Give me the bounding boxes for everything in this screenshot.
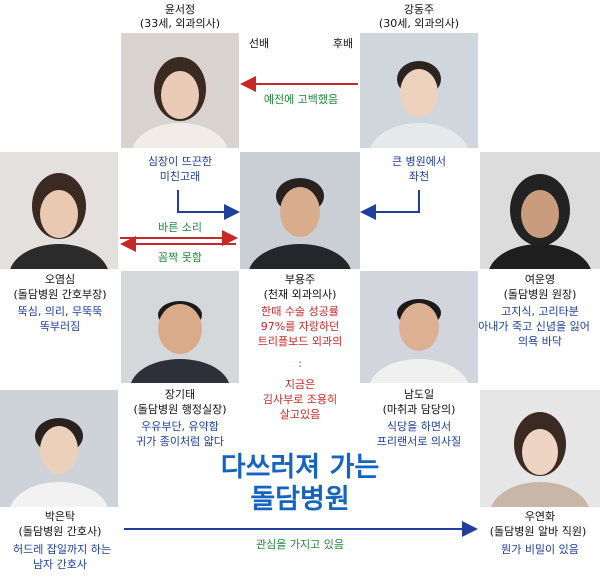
main-title-line1: 다쓰러져 가는 bbox=[220, 452, 380, 483]
yeo-desc-1: 고지식, 고리타분 bbox=[501, 305, 579, 318]
kang-to-bu-line2: 좌천 bbox=[408, 170, 430, 183]
bu-role: (천재 외과의사) bbox=[263, 288, 337, 301]
jang-role: (돌담병원 행정실장) bbox=[133, 403, 227, 416]
nam-role: (마취과 담당의) bbox=[382, 403, 456, 416]
park-name: 박은탁 bbox=[44, 510, 76, 523]
kang-name: 강동주 bbox=[403, 3, 435, 16]
interest-label: 관심을 가지고 있음 bbox=[256, 538, 344, 551]
bu-desc-1: 한때 수술 성공률 bbox=[261, 305, 339, 318]
woo-role: (돌담병원 알바 직원) bbox=[489, 525, 587, 538]
kang-to-bu-line1: 큰 병원에서 bbox=[391, 155, 447, 168]
junior-label: 후배 bbox=[332, 37, 354, 50]
bu-desc-3: 트리플보드 외과의 bbox=[257, 335, 343, 348]
arrow-kang-to-bu bbox=[360, 190, 420, 220]
speechless-label: 꼼짝 못함 bbox=[158, 251, 202, 264]
nam-desc-2: 프리랜서로 의사질 bbox=[376, 435, 462, 448]
park-role: (돌담병원 간호사) bbox=[18, 525, 102, 538]
park-desc-2: 남자 간호사 bbox=[32, 558, 88, 571]
bu-name: 부용주 bbox=[284, 273, 316, 286]
photo-jang bbox=[121, 271, 239, 383]
right-voice-label: 바른 소리 bbox=[158, 221, 202, 234]
kang-role: (30세, 외과의사) bbox=[378, 17, 460, 30]
senior-label: 선배 bbox=[248, 37, 270, 50]
photo-woo bbox=[480, 390, 600, 507]
bu-desc-2: 97%를 자랑하던 bbox=[260, 320, 340, 333]
yeo-name: 여운영 bbox=[524, 273, 556, 286]
nam-name: 남도일 bbox=[403, 388, 435, 401]
confessed-label: 예전에 고백했음 bbox=[263, 93, 339, 106]
photo-yeo bbox=[480, 152, 600, 269]
jang-name: 장기태 bbox=[164, 388, 196, 401]
yoon-to-bu-line1: 심장이 뜨끈한 bbox=[147, 155, 213, 168]
jang-desc-2: 귀가 종이처럼 얇다 bbox=[136, 435, 224, 448]
arrow-yoon-to-bu bbox=[177, 190, 240, 220]
photo-kang bbox=[360, 33, 478, 148]
nam-desc-1: 식당을 하면서 bbox=[386, 420, 452, 433]
park-desc-1: 허드레 잡일까지 하는 bbox=[12, 543, 112, 556]
yoon-to-bu-line2: 미친고래 bbox=[159, 170, 201, 183]
yoon-name: 윤서정 bbox=[164, 3, 196, 16]
yeo-desc-3: 의욕 바닥 bbox=[518, 335, 562, 348]
yeo-desc-2: 아내가 죽고 신념을 잃어 bbox=[478, 320, 590, 333]
yoon-role: (33세, 외과의사) bbox=[139, 17, 221, 30]
photo-yoon bbox=[121, 33, 239, 148]
photo-bu bbox=[240, 152, 360, 269]
yeo-role: (돌담병원 원장) bbox=[503, 288, 577, 301]
photo-nam bbox=[360, 271, 478, 383]
photo-oh bbox=[0, 152, 118, 269]
main-title-line2: 돌담병원 bbox=[250, 484, 350, 515]
bu-desc-5: 지금은 bbox=[284, 378, 316, 391]
bu-desc-6: 김사부로 조용히 bbox=[262, 393, 338, 406]
woo-desc-1: 뭔가 비밀이 있음 bbox=[501, 543, 579, 556]
photo-park bbox=[0, 390, 118, 507]
oh-desc-2: 똑부러짐 bbox=[39, 320, 81, 333]
oh-desc-1: 뚝심, 의리, 무뚝뚝 bbox=[17, 305, 103, 318]
woo-name: 우연화 bbox=[524, 510, 556, 523]
bu-desc-4: : bbox=[298, 357, 302, 370]
jang-desc-1: 우유부단, 유약함 bbox=[141, 420, 219, 433]
oh-role: (돌담병원 간호부장) bbox=[13, 288, 107, 301]
oh-name: 오염심 bbox=[44, 273, 76, 286]
bu-desc-7: 살고있음 bbox=[279, 408, 321, 421]
